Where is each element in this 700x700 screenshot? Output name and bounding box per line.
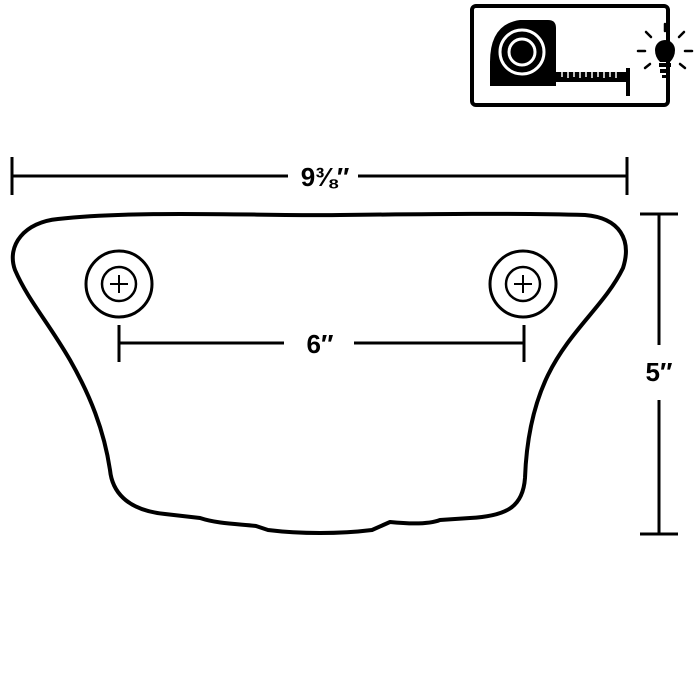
width-dimension bbox=[10, 157, 629, 195]
lightbulb-icon bbox=[636, 22, 694, 78]
pillow-outline bbox=[10, 211, 628, 535]
right-suction-cup bbox=[488, 249, 558, 319]
tape-measure-icon bbox=[490, 20, 630, 96]
width-label: 9⅜″ bbox=[301, 162, 350, 192]
height-dimension bbox=[640, 212, 678, 536]
height-label: 5″ bbox=[646, 357, 673, 387]
left-suction-cup bbox=[84, 249, 154, 319]
plus-icon bbox=[110, 275, 128, 293]
tape-measure-badge bbox=[470, 4, 694, 107]
hole-spacing-label: 6″ bbox=[307, 329, 334, 359]
hole-spacing-dimension bbox=[117, 325, 526, 362]
plus-icon bbox=[514, 275, 532, 293]
